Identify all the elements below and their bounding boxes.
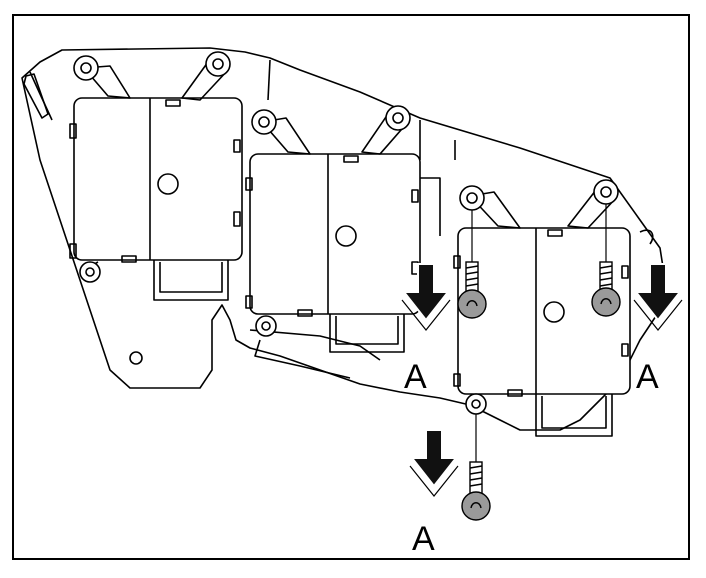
down-arrow-icon bbox=[633, 263, 683, 331]
screw-icon bbox=[591, 261, 621, 317]
down-arrow-icon bbox=[401, 263, 451, 331]
actuator-1 bbox=[69, 51, 243, 301]
screw-icon bbox=[457, 261, 487, 319]
callout-label-right: A bbox=[636, 358, 659, 396]
callout-label-left: A bbox=[404, 358, 427, 396]
screw-icon bbox=[461, 461, 491, 521]
actuator-3 bbox=[453, 179, 631, 437]
mounting-bracket bbox=[21, 47, 666, 431]
actuator-2 bbox=[245, 105, 421, 353]
callout-label-bottom: A bbox=[412, 520, 435, 558]
down-arrow-icon bbox=[409, 429, 459, 497]
